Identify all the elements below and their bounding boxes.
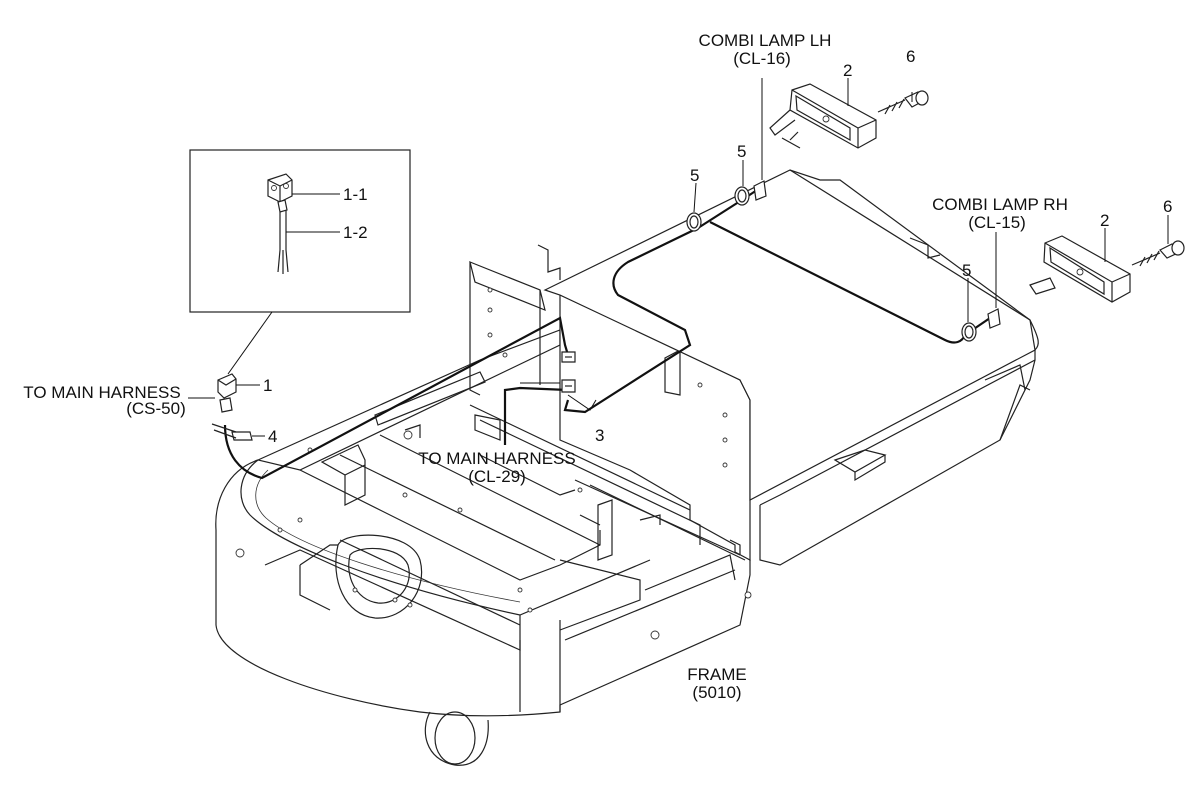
part-number-6-lh: 6 bbox=[906, 47, 915, 66]
part-number-5-a: 5 bbox=[690, 166, 699, 185]
combi-lamp-lh bbox=[769, 83, 929, 149]
label-main-harness-cl: TO MAIN HARNESS bbox=[418, 449, 575, 468]
part-number-4: 4 bbox=[268, 427, 277, 446]
part-number-5-c: 5 bbox=[962, 261, 971, 280]
text-labels: COMBI LAMP LH (CL-16) COMBI LAMP RH (CL-… bbox=[23, 31, 1068, 702]
grommet-5 bbox=[686, 180, 1001, 342]
combi-lamp-rh bbox=[1029, 235, 1185, 303]
part-number-5-b: 5 bbox=[737, 142, 746, 161]
part-number-3: 3 bbox=[595, 426, 604, 445]
frame-holes bbox=[235, 287, 752, 640]
label-combi-lamp-lh-code: (CL-16) bbox=[733, 49, 791, 68]
label-main-harness-cs: TO MAIN HARNESS bbox=[23, 383, 180, 402]
label-combi-lamp-lh: COMBI LAMP LH bbox=[699, 31, 832, 50]
part-number-6-rh: 6 bbox=[1163, 197, 1172, 216]
label-main-harness-cs-code: (CS-50) bbox=[126, 399, 186, 418]
part-number-1: 1 bbox=[263, 376, 272, 395]
detail-inset bbox=[189, 149, 411, 313]
label-frame-code: (5010) bbox=[692, 683, 741, 702]
part-number-1-2: 1-2 bbox=[343, 223, 368, 242]
label-combi-lamp-rh-code: (CL-15) bbox=[968, 213, 1026, 232]
part-number-1-1: 1-1 bbox=[343, 185, 368, 204]
label-combi-lamp-rh: COMBI LAMP RH bbox=[932, 195, 1068, 214]
harness-connectors bbox=[561, 351, 576, 393]
part-numbers: 1-1 1-2 1 4 3 2 6 5 5 5 2 6 bbox=[263, 47, 1172, 446]
leader-lines bbox=[188, 78, 1169, 437]
part-number-2-lh: 2 bbox=[843, 61, 852, 80]
part-number-2-rh: 2 bbox=[1100, 211, 1109, 230]
label-main-harness-cl-code: (CL-29) bbox=[468, 467, 526, 486]
switch-assembly bbox=[211, 311, 273, 441]
label-frame: FRAME bbox=[687, 665, 747, 684]
